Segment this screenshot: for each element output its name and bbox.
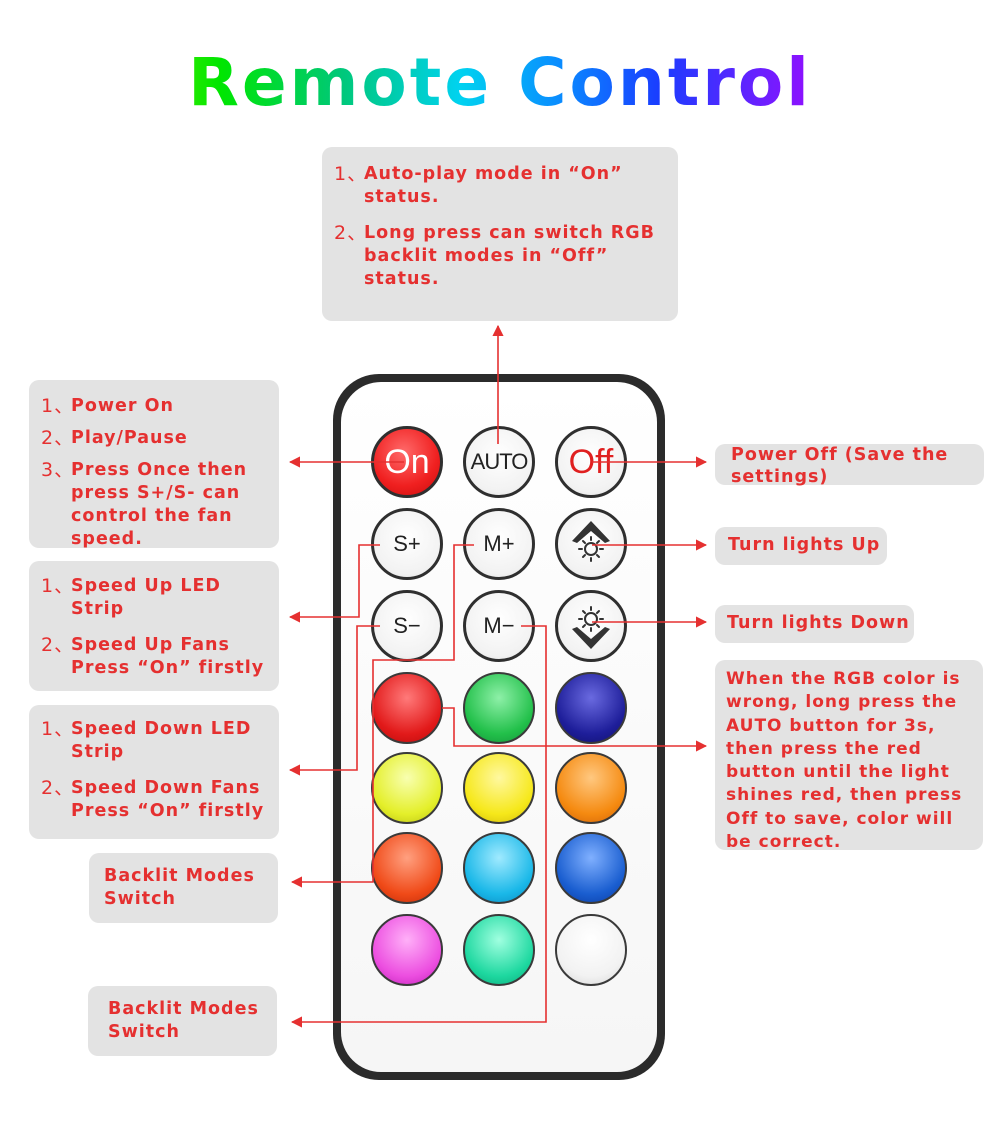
yellow-green-color-button[interactable] — [371, 752, 443, 824]
brightness-down-button[interactable] — [555, 590, 627, 662]
on-info-item-2: 2、Play/Pause — [41, 427, 188, 449]
mode-down-arrow — [290, 625, 547, 1028]
yellow-color-button[interactable] — [463, 752, 535, 824]
on-info-item-3: 3、Press Once then press S+/S- can contro… — [41, 459, 248, 549]
speed-up-arrow — [288, 544, 380, 623]
speed-down-item-2: 2、Speed Down Fans Press “On” firstly — [41, 777, 265, 821]
mid-blue-color-button[interactable] — [555, 832, 627, 904]
lights-down-box: Turn lights Down — [715, 605, 914, 643]
auto-button[interactable]: AUTO — [463, 426, 535, 498]
lights-up-label: Turn lights Up — [728, 535, 881, 555]
speed-down-info-box: 1、Speed Down LED Strip 2、Speed Down Fans… — [29, 705, 279, 839]
brightness-up-button[interactable] — [555, 508, 627, 580]
lights-down-label: Turn lights Down — [727, 613, 910, 633]
backlit-modes-label-2: Backlit Modes Switch — [108, 999, 259, 1042]
speed-down-button[interactable]: S− — [371, 590, 443, 662]
pink-color-button[interactable] — [371, 914, 443, 986]
blue-color-button[interactable] — [555, 672, 627, 744]
green-color-button[interactable] — [463, 672, 535, 744]
orange-color-button[interactable] — [555, 752, 627, 824]
white-color-button[interactable] — [555, 914, 627, 986]
auto-info-item-1: 1、Auto-play mode in “On” status. — [334, 163, 623, 207]
on-info-box: 1、Power On 2、Play/Pause 3、Press Once the… — [29, 380, 279, 549]
backlit-modes-box-2: Backlit Modes Switch — [88, 986, 277, 1056]
speed-up-button[interactable]: S+ — [371, 508, 443, 580]
power-off-box: Power Off (Save the settings) — [715, 444, 984, 487]
rgb-note-box: When the RGB color is wrong, long press … — [715, 660, 983, 853]
teal-color-button[interactable] — [463, 914, 535, 986]
speed-up-item-1: 1、Speed Up LED Strip — [41, 575, 221, 619]
speed-up-info-box: 1、Speed Up LED Strip 2、Speed Up Fans Pre… — [29, 561, 279, 691]
mode-up-button[interactable]: M+ — [463, 508, 535, 580]
brightness-down-icon — [572, 606, 610, 649]
mode-up-arrow — [290, 544, 474, 888]
red-orange-color-button[interactable] — [371, 832, 443, 904]
power-off-label: Power Off (Save the settings) — [731, 445, 949, 487]
backlit-modes-label-1: Backlit Modes Switch — [104, 866, 255, 909]
backlit-modes-box-1: Backlit Modes Switch — [89, 853, 278, 923]
on-info-item-1: 1、Power On — [41, 395, 174, 417]
speed-up-item-2: 2、Speed Up Fans Press “On” firstly — [41, 634, 265, 678]
rgb-note-text: When the RGB color is wrong, long press … — [726, 669, 963, 853]
cyan-color-button[interactable] — [463, 832, 535, 904]
auto-info-box: 1、Auto-play mode in “On” status. 2、Long … — [322, 147, 678, 321]
page-title: Remote Control — [0, 44, 1000, 121]
speed-down-arrow — [288, 625, 380, 776]
auto-info-item-2: 2、Long press can switch RGB backlit mode… — [334, 222, 655, 289]
brightness-up-icon — [572, 521, 610, 562]
lights-up-box: Turn lights Up — [715, 527, 887, 565]
red-button-arrow — [442, 707, 708, 752]
speed-down-item-1: 1、Speed Down LED Strip — [41, 718, 252, 762]
